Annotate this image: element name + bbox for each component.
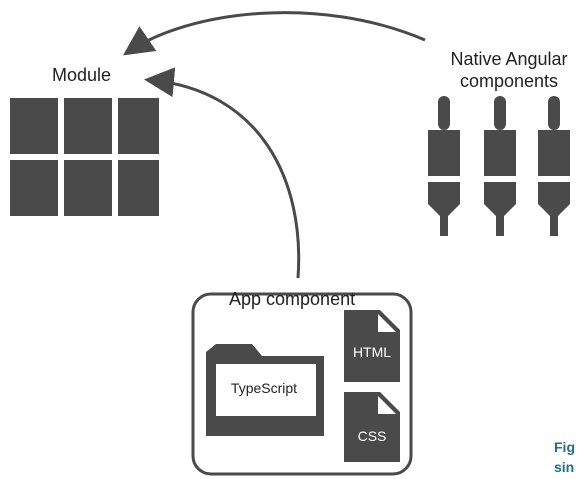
typescript-label: TypeScript — [230, 380, 298, 396]
module-block — [118, 160, 159, 216]
caption-line-2: sin — [554, 459, 575, 475]
arrow-native-to-module — [123, 11, 426, 56]
app-component-box — [191, 292, 413, 476]
module-label: Module — [52, 65, 112, 85]
html-file-icon — [344, 310, 400, 382]
css-file-icon — [344, 392, 400, 462]
module-grid — [10, 98, 159, 216]
module-block — [118, 98, 159, 154]
module-block — [64, 98, 112, 154]
module-block — [10, 98, 58, 154]
figure-caption: Fig sin — [554, 437, 575, 477]
module-block — [10, 160, 58, 216]
css-file-label: CSS — [357, 428, 387, 444]
caption-line-1: Fig — [554, 439, 575, 455]
plug-icon — [484, 96, 516, 236]
plug-icon — [428, 96, 460, 236]
module-block — [64, 160, 112, 216]
folder-icon — [206, 344, 324, 436]
plug-icon — [538, 96, 570, 236]
html-file-label: HTML — [352, 344, 392, 360]
native-components-label: Native Angular components — [450, 49, 568, 91]
arrow-app-to-module — [144, 67, 301, 279]
app-component-label: App component — [229, 289, 356, 309]
native-component-icons — [428, 96, 570, 236]
